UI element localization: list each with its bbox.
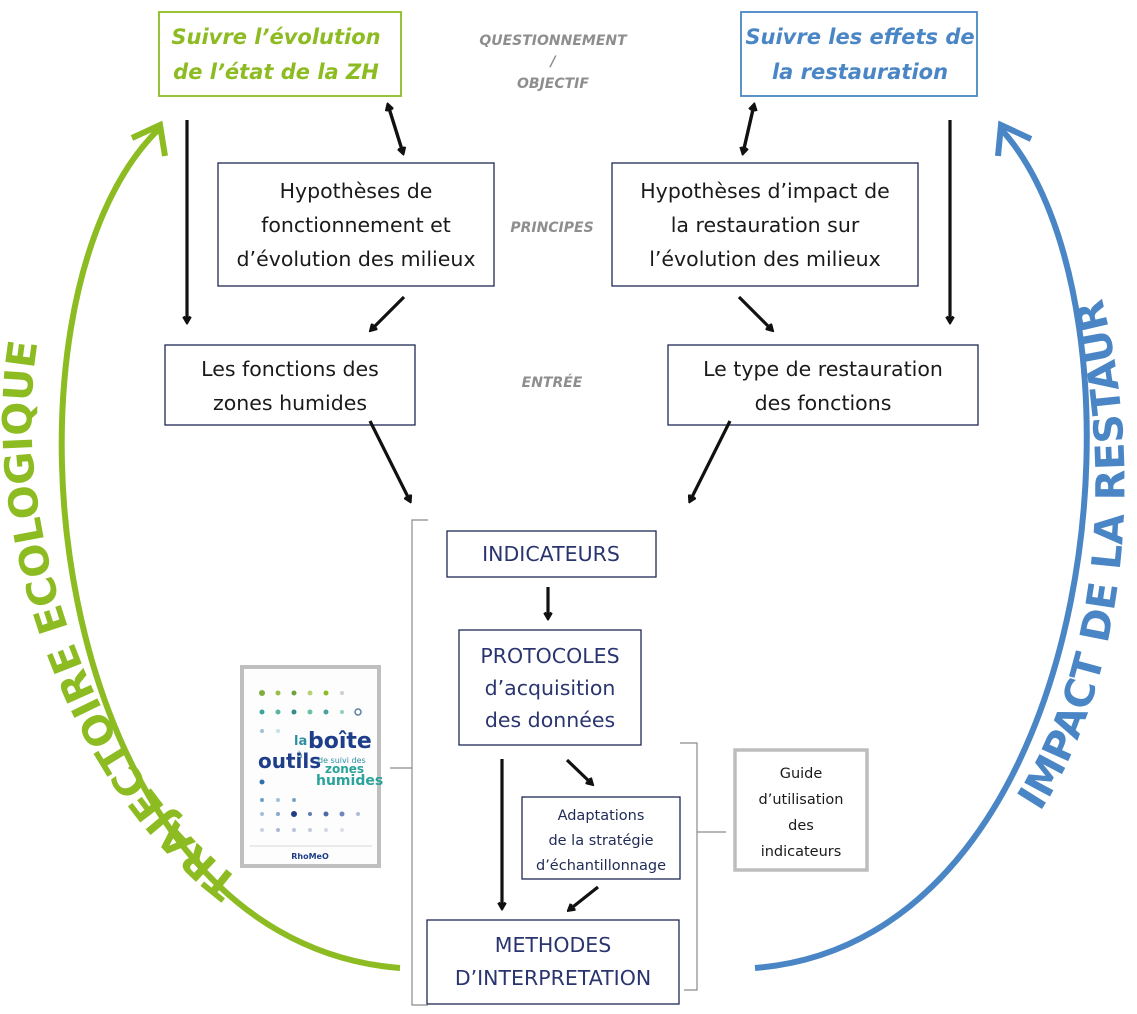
protocoles-line-1: PROTOCOLES	[480, 644, 619, 668]
arrow-protocoles-to-adaptations	[565, 758, 592, 784]
flow-arrows	[187, 105, 950, 910]
hyp-left-line-1: Hypothèses de	[280, 179, 433, 203]
hyp-right-line-1: Hypothèses d’impact de	[640, 179, 889, 203]
methodes-line-2: D’INTERPRETATION	[455, 966, 651, 990]
hyp-left-line-2: fonctionnement et	[261, 213, 451, 237]
fonctions-right-line-1: Le type de restauration	[703, 357, 943, 381]
objective-left-box: Suivre l’évolution de l’état de la ZH	[158, 11, 402, 97]
arrow-fonctions-right-to-indicateurs	[690, 420, 732, 501]
label-entree: ENTRÉE	[522, 374, 583, 391]
adaptations-line-3: d’échantillonnage	[536, 858, 666, 874]
objective-left-line-1: Suivre l’évolution	[171, 25, 380, 49]
objective-right-box: Suivre les effets de la restauration	[740, 11, 978, 97]
left-bracket	[390, 519, 428, 1006]
indicateurs-label: INDICATEURS	[482, 542, 620, 566]
adaptations-line-2: de la stratégie	[548, 833, 653, 849]
blue-arc-line	[754, 125, 1090, 971]
objective-left-line-2: de l’état de la ZH	[173, 60, 379, 84]
methodes-box: METHODES D’INTERPRETATION	[426, 919, 680, 1005]
guide-line-1: Guide	[780, 766, 823, 782]
hyp-right-line-3: l’évolution des milieux	[649, 247, 881, 271]
fonctions-left-line-1: Les fonctions des	[201, 357, 379, 381]
guide-line-3: des	[788, 818, 814, 834]
book-title-boite: boîte	[308, 729, 372, 754]
green-arc-line	[58, 125, 401, 971]
book-title-humides: humides	[316, 773, 383, 789]
book-icon-grid	[259, 690, 362, 733]
book-footer: RhoMeO	[291, 852, 329, 861]
blue-arc-arrowhead-icon	[995, 120, 1033, 157]
book-title-outils: outils	[258, 749, 321, 773]
indicateurs-box: INDICATEURS	[446, 530, 657, 578]
label-questionnement: QUESTIONNEMENT	[479, 33, 628, 49]
arrow-double-right-up	[741, 105, 754, 154]
fonctions-left-box: Les fonctions des zones humides	[164, 344, 416, 426]
book-title-la: la	[294, 734, 307, 749]
label-slash: /	[548, 54, 557, 70]
green-arc-arrowhead-icon	[130, 120, 168, 157]
arrow-fonctions-left-to-indicateurs	[368, 420, 410, 501]
label-objectif: OBJECTIF	[517, 76, 589, 92]
adaptations-box: Adaptations de la stratégie d’échantillo…	[521, 796, 681, 880]
book-cover-image: la boîte à outils de suivi des zones hum…	[240, 665, 383, 868]
arrow-hyp-right-to-fonctions	[737, 295, 772, 330]
arrow-double-left-up	[388, 105, 405, 154]
methodes-line-1: METHODES	[495, 933, 611, 957]
label-principes: PRINCIPES	[510, 220, 593, 236]
protocoles-line-3: des données	[485, 708, 615, 732]
guide-box: Guide d’utilisation des indicateurs	[733, 748, 869, 872]
arrow-adaptations-to-methodes	[569, 885, 599, 910]
guide-line-2: d’utilisation	[759, 792, 844, 808]
guide-line-4: indicateurs	[761, 844, 842, 860]
protocoles-box: PROTOCOLES d’acquisition des données	[458, 629, 642, 746]
fonctions-right-line-2: des fonctions	[755, 391, 892, 415]
book-title-a: à	[297, 751, 303, 761]
book-title-de-suivi: de suivi des	[318, 756, 366, 765]
arrow-hyp-left-to-fonctions	[371, 295, 406, 330]
hyp-right-line-2: la restauration sur	[671, 213, 860, 237]
level-labels: QUESTIONNEMENT / OBJECTIF PRINCIPES ENTR…	[479, 33, 628, 391]
protocoles-line-2: d’acquisition	[485, 676, 616, 700]
right-bracket	[680, 742, 726, 991]
objective-right-line-2: la restauration	[772, 60, 948, 84]
hyp-left-line-3: d’évolution des milieux	[237, 247, 476, 271]
book-title-zones: zones	[325, 762, 364, 776]
hypothesis-right-box: Hypothèses d’impact de la restauration s…	[611, 162, 919, 287]
fonctions-right-box: Le type de restauration des fonctions	[667, 344, 979, 426]
hypothesis-left-box: Hypothèses de fonctionnement et d’évolut…	[217, 162, 495, 287]
fonctions-left-line-2: zones humides	[213, 391, 367, 415]
adaptations-line-1: Adaptations	[558, 808, 645, 824]
objective-right-line-1: Suivre les effets de	[745, 25, 974, 49]
book-icon-grid-bottom	[259, 779, 360, 832]
